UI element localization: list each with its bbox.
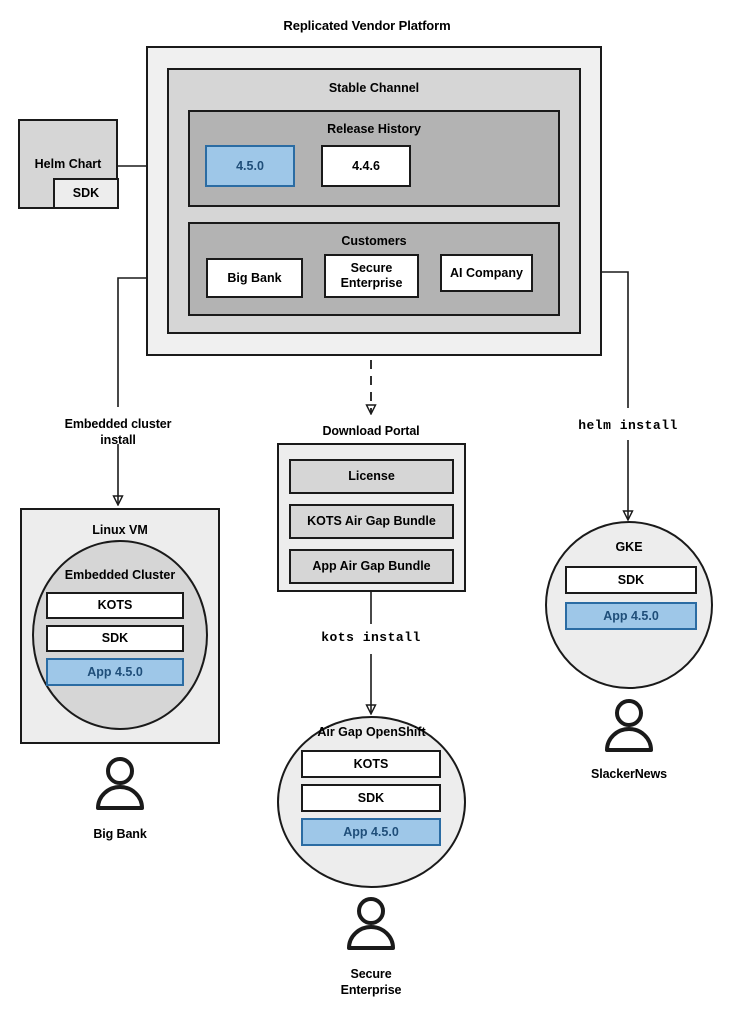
release-version-label: 4.5.0 (236, 158, 264, 173)
download-portal-item-license[interactable]: License (289, 459, 454, 494)
linux-vm-component-kots[interactable]: KOTS (46, 592, 184, 619)
page-title: Replicated Vendor Platform (283, 18, 451, 33)
linux-vm-component-sdk[interactable]: SDK (46, 625, 184, 652)
linux-vm-component-app[interactable]: App 4.5.0 (46, 658, 184, 686)
component-label: App 4.5.0 (87, 664, 143, 679)
actor-label-slackernews: SlackerNews (590, 767, 668, 781)
release-card-4-4-6[interactable]: 4.4.6 (321, 145, 411, 187)
customers-label: Customers (341, 234, 407, 248)
airgap-openshift-label: Air Gap OpenShift (317, 725, 426, 739)
customer-card-secure-enterprise[interactable]: Secure Enterprise (324, 254, 419, 298)
customer-name-label: Secure Enterprise (340, 261, 403, 290)
component-label: App 4.5.0 (603, 608, 659, 623)
avatar-slackernews (605, 699, 653, 752)
customer-card-ai-company[interactable]: AI Company (440, 254, 533, 292)
airgap-component-kots[interactable]: KOTS (301, 750, 441, 778)
item-label: License (348, 469, 395, 483)
edge-label-helm-install: helm install (578, 418, 678, 433)
helm-chart-sdk-box[interactable]: SDK (53, 178, 119, 209)
edge-label-embedded-cluster-install: Embedded cluster install (64, 417, 172, 447)
edge-label-kots-install: kots install (321, 630, 421, 645)
customer-card-big-bank[interactable]: Big Bank (206, 258, 303, 298)
release-history-label: Release History (327, 122, 421, 136)
airgap-component-sdk[interactable]: SDK (301, 784, 441, 812)
avatar-big-bank (96, 757, 144, 810)
item-label: App Air Gap Bundle (312, 559, 431, 573)
embedded-cluster-label: Embedded Cluster (64, 568, 176, 582)
gke-component-sdk[interactable]: SDK (565, 566, 697, 594)
linux-vm-label: Linux VM (92, 523, 148, 537)
stable-channel-label: Stable Channel (328, 81, 420, 95)
component-label: SDK (617, 572, 645, 587)
gke-label: GKE (615, 540, 643, 554)
helm-chart-label: Helm Chart (34, 157, 102, 171)
download-portal-item-kots-air-gap-bundle[interactable]: KOTS Air Gap Bundle (289, 504, 454, 539)
item-label: KOTS Air Gap Bundle (307, 514, 436, 528)
component-label: KOTS (97, 598, 133, 612)
download-portal-title: Download Portal (322, 424, 420, 438)
customer-name-label: Big Bank (227, 270, 282, 285)
release-card-4-5-0[interactable]: 4.5.0 (205, 145, 295, 187)
avatar-secure-enterprise (347, 897, 395, 950)
actor-label-big-bank: Big Bank (93, 827, 147, 841)
release-version-label: 4.4.6 (352, 158, 380, 173)
sdk-label: SDK (72, 186, 100, 200)
component-label: SDK (101, 631, 129, 645)
gke-component-app[interactable]: App 4.5.0 (565, 602, 697, 630)
airgap-component-app[interactable]: App 4.5.0 (301, 818, 441, 846)
component-label: KOTS (353, 756, 389, 771)
actor-label-secure-enterprise: Secure Enterprise (340, 967, 402, 997)
component-label: SDK (357, 790, 385, 805)
customer-name-label: AI Company (450, 265, 523, 280)
component-label: App 4.5.0 (343, 824, 399, 839)
download-portal-item-app-air-gap-bundle[interactable]: App Air Gap Bundle (289, 549, 454, 584)
